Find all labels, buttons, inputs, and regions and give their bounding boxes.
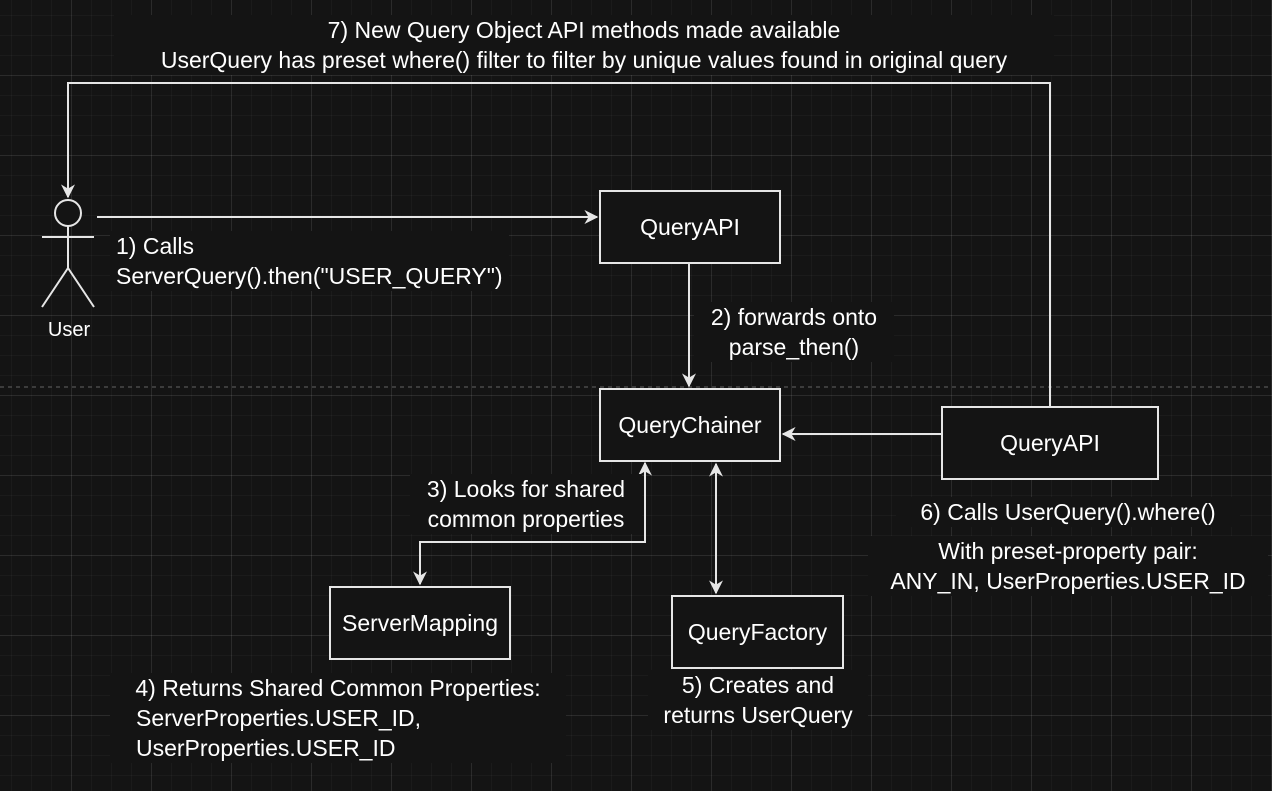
step4-line2: ServerProperties.USER_ID, <box>136 705 422 731</box>
user-actor-icon <box>41 199 95 308</box>
querychainer-label: QueryChainer <box>618 411 762 438</box>
step2-label: 2) forwards onto parse_then() <box>694 302 894 362</box>
queryapi-right-label: QueryAPI <box>1000 429 1100 456</box>
queryapi-right-node[interactable]: QueryAPI <box>941 406 1159 480</box>
step5-label: 5) Creates and returns UserQuery <box>648 670 868 730</box>
step6-detail-label: With preset-property pair: ANY_IN, UserP… <box>868 536 1268 596</box>
queryapi-top-label: QueryAPI <box>640 213 740 240</box>
step4-line1: 4) Returns Shared Common Properties: <box>135 675 541 701</box>
step4-label: 4) Returns Shared Common Properties: Ser… <box>110 673 566 763</box>
step2-line1: 2) forwards onto <box>710 304 878 330</box>
step7-label: 7) New Query Object API methods made ava… <box>114 15 1054 75</box>
edge-queryapi-right-to-user <box>61 82 1051 406</box>
step1-label: 1) Calls ServerQuery().then("USER_QUERY"… <box>110 231 509 291</box>
step6-line1: 6) Calls UserQuery().where() <box>920 499 1216 525</box>
user-actor-label: User <box>47 319 91 341</box>
step6-line3: ANY_IN, UserProperties.USER_ID <box>890 568 1246 594</box>
step7-line2: UserQuery has preset where() filter to f… <box>160 47 1008 73</box>
queryapi-top-node[interactable]: QueryAPI <box>599 190 781 264</box>
queryfactory-node[interactable]: QueryFactory <box>671 595 844 669</box>
step6-title-label: 6) Calls UserQuery().where() <box>896 497 1240 527</box>
step5-line1: 5) Creates and <box>681 672 835 698</box>
step1-line2: ServerQuery().then("USER_QUERY") <box>116 263 503 289</box>
servermapping-node[interactable]: ServerMapping <box>329 586 511 660</box>
querychainer-node[interactable]: QueryChainer <box>599 388 781 462</box>
step3-label: 3) Looks for shared common properties <box>410 474 642 534</box>
step3-line2: common properties <box>427 506 625 532</box>
step5-line2: returns UserQuery <box>663 702 853 728</box>
edge-querychainer-servermapping <box>413 461 652 586</box>
step6-line2: With preset-property pair: <box>938 538 1198 564</box>
step7-line1: 7) New Query Object API methods made ava… <box>327 17 841 43</box>
step1-line1: 1) Calls <box>116 233 194 259</box>
queryfactory-label: QueryFactory <box>687 618 828 645</box>
step2-line2: parse_then() <box>728 334 860 360</box>
servermapping-label: ServerMapping <box>342 609 498 636</box>
step3-line1: 3) Looks for shared <box>426 476 626 502</box>
step4-line3: UserProperties.USER_ID <box>136 735 396 761</box>
